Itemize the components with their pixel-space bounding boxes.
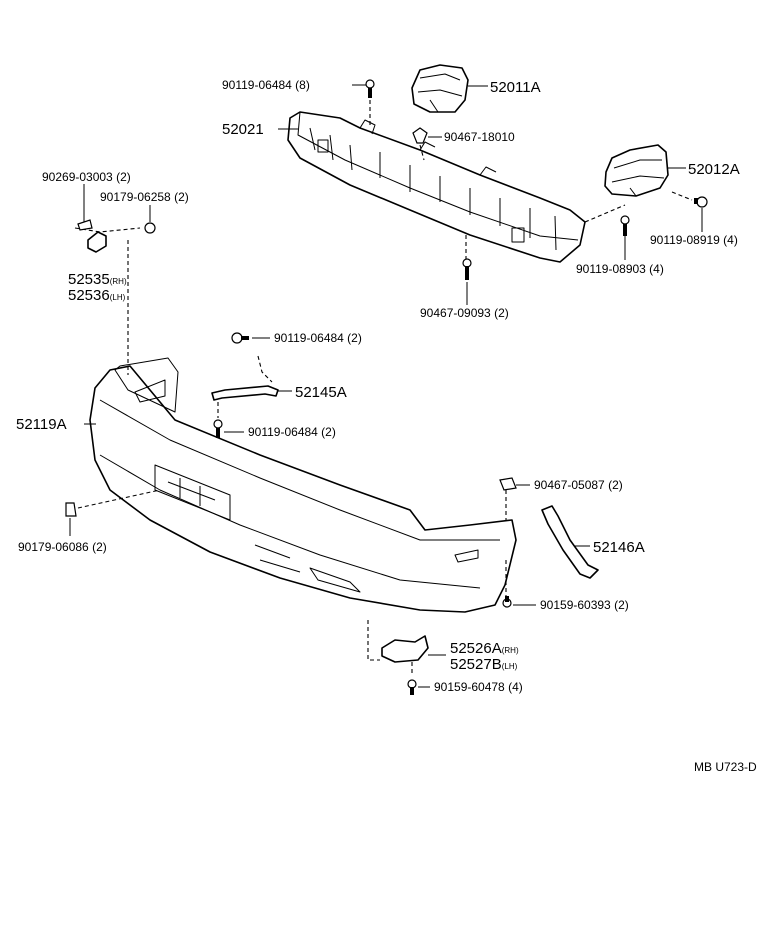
- label-90119-06484-8: 90119-06484 (8): [222, 78, 310, 92]
- fasteners: [65, 79, 708, 695]
- reference-code: MB U723-D: [694, 760, 757, 774]
- label-90179-06086: 90179-06086 (2): [18, 540, 107, 554]
- bolt-90159-60393: [502, 596, 512, 608]
- label-52535: 52535(RH): [68, 271, 127, 288]
- label-90467-05087: 90467-05087 (2): [534, 478, 623, 492]
- bumper-cover: [89, 357, 517, 613]
- lower-retainer: [367, 620, 429, 663]
- label-90119-08919: 90119-08919 (4): [650, 233, 738, 247]
- label-52012a: 52012A: [688, 161, 740, 178]
- label-52145a: 52145A: [295, 384, 347, 401]
- bolt-90119-06484-8: [365, 79, 375, 98]
- clip-90467-05087: [499, 477, 517, 491]
- stay-52145a: [211, 355, 279, 401]
- assembly-lines: [77, 100, 693, 676]
- bolt-90119-06484-2b: [213, 419, 223, 438]
- label-52021: 52021: [222, 121, 264, 138]
- label-90119-06484-2a: 90119-06484 (2): [274, 331, 362, 345]
- label-90159-60478: 90159-60478 (4): [434, 680, 523, 694]
- clip-90467-18010: [412, 127, 428, 144]
- part-labels: 90119-06484 (8) 52011A 52021 90467-18010…: [16, 78, 757, 774]
- bolt-90159-60478: [407, 679, 417, 695]
- stay-52146a: [541, 505, 599, 579]
- clip-90179-06258: [144, 222, 156, 234]
- bolt-90119-08919: [694, 196, 708, 208]
- label-52526a: 52526A(RH): [450, 640, 519, 657]
- clip-90179-06086: [65, 502, 77, 517]
- label-52536: 52536(LH): [68, 287, 126, 304]
- clip-90269-03003: [77, 219, 93, 231]
- side-retainer: [74, 227, 141, 253]
- label-90179-06258: 90179-06258 (2): [100, 190, 189, 204]
- label-90119-08903: 90119-08903 (4): [576, 262, 664, 276]
- leader-lines: [69, 84, 703, 688]
- label-90119-06484-2b: 90119-06484 (2): [248, 425, 336, 439]
- bolt-90119-08903: [620, 215, 630, 236]
- label-90159-60393: 90159-60393 (2): [540, 598, 629, 612]
- label-52011a: 52011A: [490, 79, 541, 96]
- label-52146a: 52146A: [593, 539, 645, 556]
- label-90467-09093: 90467-09093 (2): [420, 306, 509, 320]
- label-90269-03003: 90269-03003 (2): [42, 170, 131, 184]
- bolt-90119-06484-2a: [231, 332, 249, 344]
- label-52119a: 52119A: [16, 416, 67, 433]
- clip-90467-09093: [462, 258, 472, 280]
- bracket-52012a: [604, 144, 669, 197]
- bracket-52011a: [411, 64, 469, 113]
- label-52527b: 52527B(LH): [450, 656, 518, 673]
- label-90467-18010: 90467-18010: [444, 130, 515, 144]
- bumper-reinforcement: [287, 111, 586, 263]
